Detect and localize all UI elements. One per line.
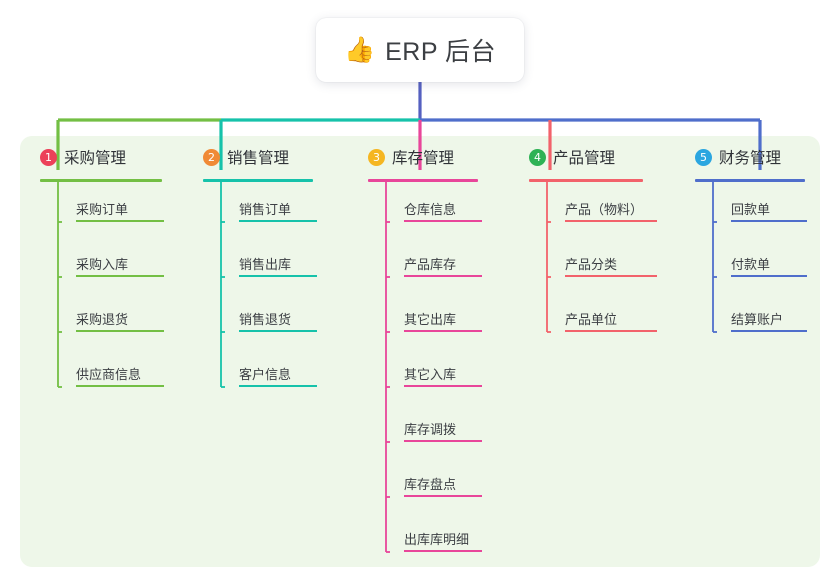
leaf-node-label: 出库库明细 [404, 532, 470, 547]
leaf-node-underline [76, 220, 164, 222]
leaf-node-label: 其它入库 [404, 367, 457, 382]
branch-title-4: 产品管理 [553, 150, 616, 167]
leaf-node-underline [404, 550, 482, 552]
leaf-node-label: 采购订单 [76, 202, 129, 217]
leaf-node-underline [239, 220, 317, 222]
leaf-node-underline [404, 220, 482, 222]
branch-underline-3 [368, 179, 478, 182]
branch-badge-3: 3 [368, 148, 385, 166]
branch-underline-1 [40, 179, 162, 182]
branch-badge-5: 5 [695, 148, 712, 166]
branch-title-1: 采购管理 [64, 150, 127, 167]
leaf-node-underline [239, 385, 317, 387]
leaf-node-underline [731, 275, 807, 277]
branch-column-4: 4 产品管理产品（物料） 产品分类产品单位 [507, 145, 657, 332]
branch-header-4[interactable]: 4 产品管理 [507, 145, 615, 169]
leaf-node-label: 产品分类 [565, 257, 618, 272]
leaf-node-label: 产品单位 [565, 312, 618, 327]
leaf-node-underline [404, 385, 482, 387]
leaf-node-label: 回款单 [731, 202, 771, 217]
leaf-node-label: 仓库信息 [404, 202, 457, 217]
leaf-node-label: 付款单 [731, 257, 771, 272]
branch-title-2: 销售管理 [227, 150, 290, 167]
branch-header-5[interactable]: 5 财务管理 [673, 145, 781, 169]
branch-header-1[interactable]: 1 采购管理 [18, 145, 126, 169]
leaf-node-underline [565, 220, 657, 222]
leaf-node-underline [731, 330, 807, 332]
branch-underline-2 [203, 179, 313, 182]
branch-badge-1: 1 [40, 148, 57, 166]
branch-column-2: 2 销售管理销售订单销售出库销售退货客户信息 [181, 145, 317, 387]
leaf-node-underline [239, 275, 317, 277]
leaf-node-label: 销售退货 [239, 312, 292, 327]
leaf-node-underline [404, 495, 482, 497]
diagram-background-panel [20, 136, 820, 567]
leaf-node-label: 销售订单 [239, 202, 292, 217]
leaf-node-label: 采购入库 [76, 257, 129, 272]
leaf-node-underline [404, 440, 482, 442]
leaf-node-label: 库存盘点 [404, 477, 457, 492]
branch-badge-4: 4 [529, 148, 546, 166]
leaf-node-underline [565, 330, 657, 332]
leaf-node-underline [76, 275, 164, 277]
branch-column-3: 3 库存管理仓库信息产品库存其它出库其它入库库存调拨库存盘点出库库明细 [346, 145, 482, 552]
branch-header-2[interactable]: 2 销售管理 [181, 145, 289, 169]
branch-header-3[interactable]: 3 库存管理 [346, 145, 454, 169]
leaf-node-underline [76, 330, 164, 332]
leaf-node-label: 库存调拨 [404, 422, 457, 437]
leaf-node-label: 产品库存 [404, 257, 457, 272]
leaf-node-label: 销售出库 [239, 257, 292, 272]
leaf-node-label: 供应商信息 [76, 367, 142, 382]
leaf-node-label: 结算账户 [731, 312, 784, 327]
leaf-node-underline [76, 385, 164, 387]
branch-column-5: 5 财务管理回款单付款单结算账户 [673, 145, 807, 332]
leaf-node-label: 产品（物料） [565, 202, 644, 217]
leaf-node-underline [404, 275, 482, 277]
leaf-node-underline [239, 330, 317, 332]
root-node-card[interactable]: 👍 ERP 后台 [316, 18, 524, 82]
branch-underline-5 [695, 179, 805, 182]
leaf-node-label: 客户信息 [239, 367, 292, 382]
branch-column-1: 1 采购管理采购订单采购入库采购退货供应商信息 [18, 145, 164, 387]
leaf-node-underline [565, 275, 657, 277]
leaf-node-label: 采购退货 [76, 312, 129, 327]
branch-title-5: 财务管理 [719, 150, 782, 167]
leaf-node-label: 其它出库 [404, 312, 457, 327]
root-node-title: ERP 后台 [385, 38, 497, 66]
leaf-node-underline [731, 220, 807, 222]
branch-title-3: 库存管理 [392, 150, 455, 167]
thumbs-up-icon: 👍 [343, 35, 376, 64]
branch-badge-2: 2 [203, 148, 220, 166]
branch-underline-4 [529, 179, 643, 182]
leaf-node-underline [404, 330, 482, 332]
